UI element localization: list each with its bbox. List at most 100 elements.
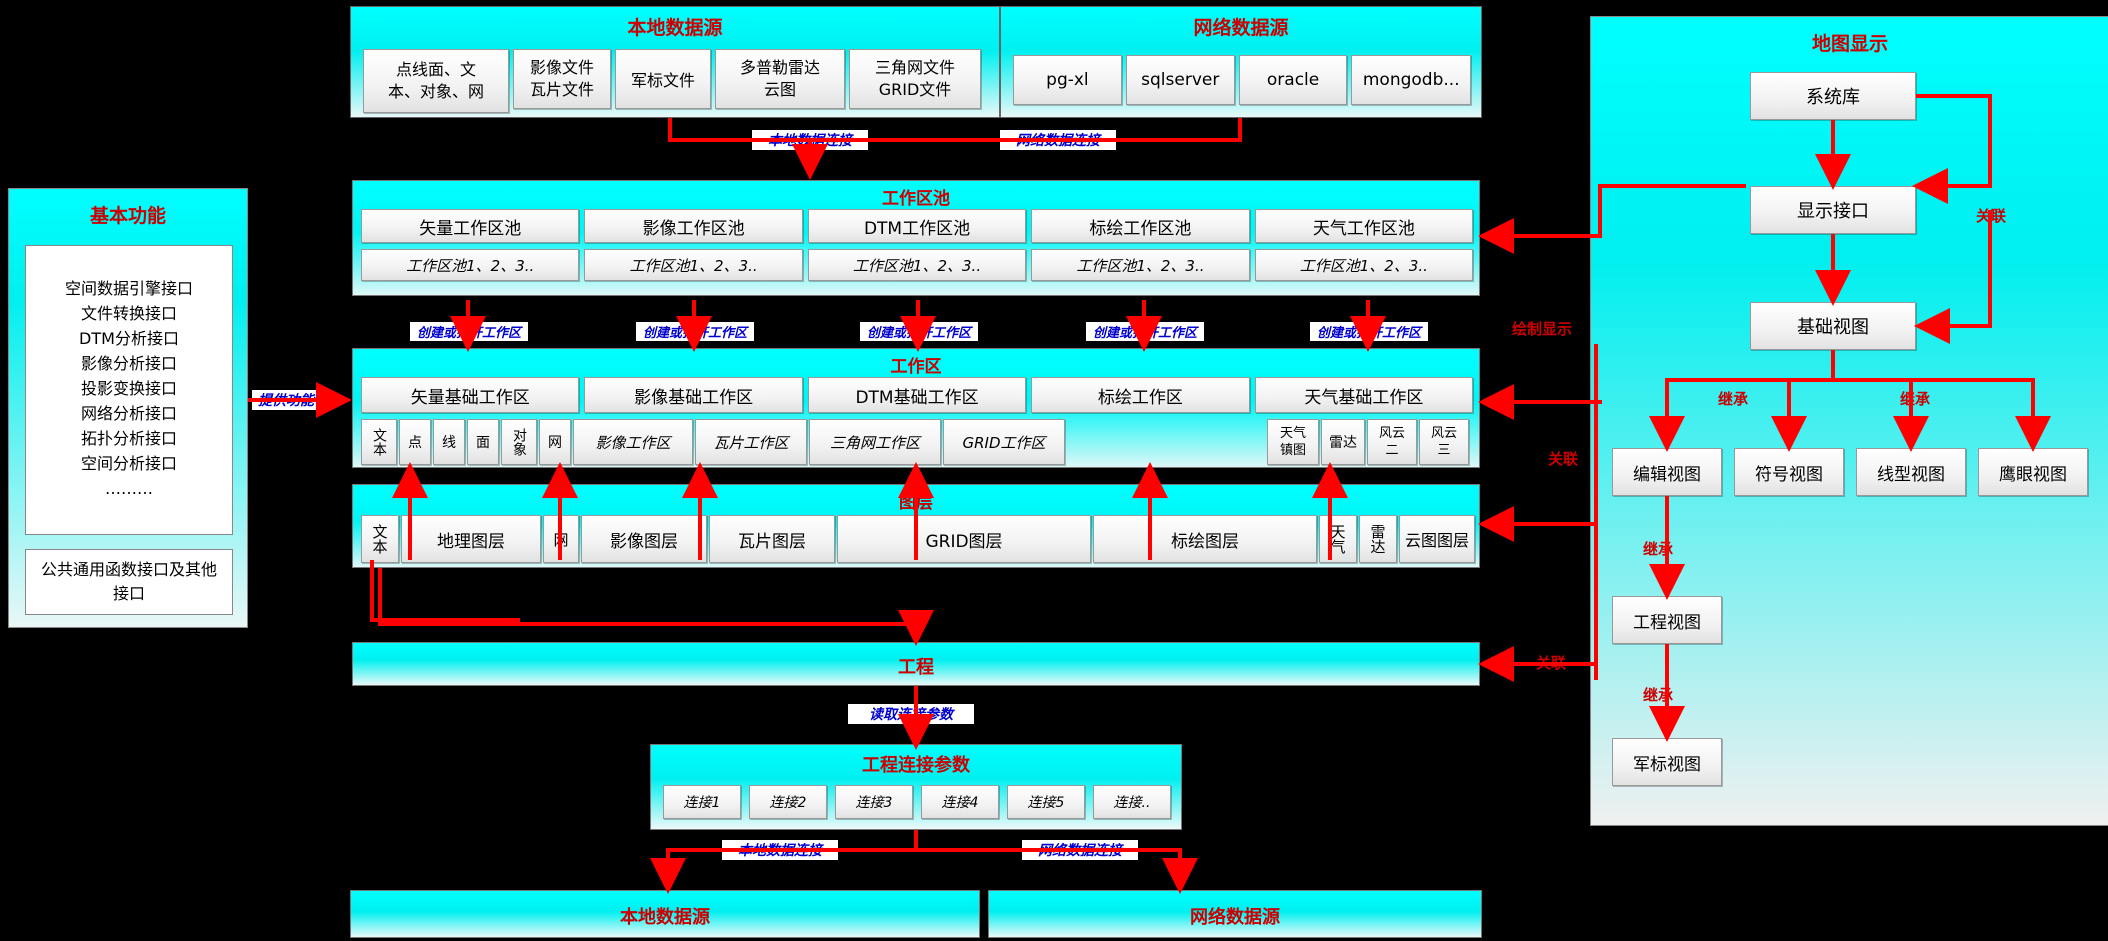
workarea-col[interactable]: 影像基础工作区: [584, 377, 803, 413]
workarea-cols: 矢量基础工作区 影像基础工作区 DTM基础工作区 标绘工作区 天气基础工作区: [361, 377, 1474, 413]
workpool-sub[interactable]: 工作区池1、2、3..: [1031, 249, 1250, 281]
label-relate-mid: 关联: [1548, 450, 1579, 468]
layer-item[interactable]: GRID图层: [837, 515, 1091, 563]
label-create-open-5: 创建或打开工作区: [1310, 322, 1428, 341]
label-provide-function: 提供功能: [252, 390, 320, 410]
map-node-eagle-view[interactable]: 鹰眼视图: [1978, 448, 2088, 496]
workpool-col[interactable]: 天气工作区池: [1254, 209, 1474, 243]
layer-item[interactable]: 雷达: [1359, 515, 1397, 563]
map-node-project-view[interactable]: 工程视图: [1612, 596, 1722, 644]
workarea-col[interactable]: 标绘工作区: [1031, 377, 1250, 413]
layer-item[interactable]: 文本: [361, 515, 399, 563]
map-node-system-lib[interactable]: 系统库: [1750, 72, 1916, 120]
label-bottom-net-link: 网络数据连接: [1022, 840, 1138, 860]
map-node-symbol-view[interactable]: 符号视图: [1734, 448, 1844, 496]
workpool-subs: 工作区池1、2、3.. 工作区池1、2、3.. 工作区池1、2、3.. 工作区池…: [361, 249, 1474, 281]
map-node-display-interface[interactable]: 显示接口: [1750, 186, 1916, 234]
workarea-small-item[interactable]: 面: [467, 419, 499, 465]
workarea-small-item[interactable]: 网: [539, 419, 571, 465]
layer-item[interactable]: 瓦片图层: [709, 515, 835, 563]
workpool-sub[interactable]: 工作区池1、2、3..: [1254, 249, 1474, 281]
project-params-item[interactable]: 连接1: [663, 785, 741, 819]
label-create-open-2: 创建或打开工作区: [636, 322, 754, 341]
layer-item[interactable]: 云图图层: [1399, 515, 1475, 563]
net-source-item[interactable]: pg-xl: [1013, 55, 1122, 105]
map-node-base-view[interactable]: 基础视图: [1750, 302, 1916, 350]
workarea-small-item[interactable]: 线: [433, 419, 465, 465]
label-create-open-3: 创建或打开工作区: [860, 322, 978, 341]
workarea-small-item[interactable]: 点: [399, 419, 431, 465]
project-params-item[interactable]: 连接..: [1093, 785, 1171, 819]
workarea-small-row: 文本 点 线 面 对象 网 影像工作区 瓦片工作区 三角网工作区 GRID工作区…: [361, 419, 1473, 465]
panel-workpool-title: 工作区池: [882, 189, 950, 209]
project-params-item[interactable]: 连接2: [749, 785, 827, 819]
layer-item[interactable]: 影像图层: [581, 515, 707, 563]
workarea-small-item[interactable]: 对象: [501, 419, 537, 465]
local-source-item[interactable]: 多普勒雷达云图: [715, 49, 845, 109]
workpool-col[interactable]: 标绘工作区池: [1031, 209, 1250, 243]
panel-workarea-title: 工作区: [890, 357, 942, 377]
project-params-items: 连接1 连接2 连接3 连接4 连接5 连接..: [663, 785, 1171, 819]
net-source-item[interactable]: oracle: [1238, 55, 1348, 105]
workpool-sub[interactable]: 工作区池1、2、3..: [361, 249, 580, 281]
panel-map-display-title: 地图显示: [1811, 33, 1888, 55]
workarea-small-item[interactable]: 影像工作区: [573, 419, 693, 465]
map-node-edit-view[interactable]: 编辑视图: [1612, 448, 1722, 496]
label-inherit-2: 继承: [1900, 390, 1931, 408]
panel-project-params-title: 工程连接参数: [862, 755, 970, 776]
map-node-military-view[interactable]: 军标视图: [1612, 738, 1722, 786]
workarea-small-item[interactable]: 雷达: [1321, 419, 1365, 465]
workarea-small-item[interactable]: 风云三: [1419, 419, 1469, 465]
panel-project-title: 工程: [898, 657, 934, 678]
panel-bottom-net-source: 网络数据源: [988, 890, 1482, 938]
panel-network-data-source: 网络数据源 pg-xl sqlserver oracle mongodb...: [1000, 6, 1482, 118]
workarea-small-item[interactable]: 瓦片工作区: [695, 419, 807, 465]
layer-item[interactable]: 标绘图层: [1093, 515, 1317, 563]
project-params-item[interactable]: 连接3: [835, 785, 913, 819]
basic-function-list-text: 空间数据引擎接口 文件转换接口 DTM分析接口 影像分析接口 投影变换接口 网络…: [64, 279, 193, 498]
project-params-item[interactable]: 连接5: [1007, 785, 1085, 819]
panel-layers: 图层 文本 地理图层 网 影像图层 瓦片图层 GRID图层 标绘图层 天气 雷达…: [352, 484, 1480, 568]
label-project-relate: 关联: [1536, 654, 1567, 672]
workpool-sub[interactable]: 工作区池1、2、3..: [584, 249, 803, 281]
label-relate-top: 关联: [1976, 207, 2007, 225]
layer-item[interactable]: 天气: [1319, 515, 1357, 563]
panel-bottom-net-source-title: 网络数据源: [1190, 907, 1280, 928]
project-params-item[interactable]: 连接4: [921, 785, 999, 819]
workpool-sub[interactable]: 工作区池1、2、3..: [807, 249, 1027, 281]
workarea-col[interactable]: DTM基础工作区: [807, 377, 1027, 413]
layers-row: 文本 地理图层 网 影像图层 瓦片图层 GRID图层 标绘图层 天气 雷达 云图…: [361, 515, 1475, 563]
label-top-local-link: 本地数据连接: [752, 130, 868, 150]
workarea-col[interactable]: 天气基础工作区: [1254, 377, 1474, 413]
workarea-small-item[interactable]: 三角网工作区: [809, 419, 941, 465]
workarea-small-item[interactable]: 文本: [361, 419, 397, 465]
basic-function-footer: 公共通用函数接口及其他接口: [25, 549, 233, 615]
layer-item[interactable]: 地理图层: [401, 515, 541, 563]
workpool-col[interactable]: 矢量工作区池: [361, 209, 580, 243]
panel-layers-title: 图层: [899, 493, 933, 513]
label-inherit-1: 继承: [1718, 390, 1749, 408]
local-source-item[interactable]: 影像文件瓦片文件: [513, 49, 611, 109]
local-source-item[interactable]: 军标文件: [615, 49, 711, 109]
layer-item[interactable]: 网: [543, 515, 579, 563]
net-source-item[interactable]: mongodb...: [1351, 55, 1471, 105]
workpool-cols: 矢量工作区池 影像工作区池 DTM工作区池 标绘工作区池 天气工作区池: [361, 209, 1474, 243]
workarea-col[interactable]: 矢量基础工作区: [361, 377, 580, 413]
net-source-items: pg-xl sqlserver oracle mongodb...: [1013, 55, 1471, 105]
net-source-item[interactable]: sqlserver: [1125, 55, 1235, 105]
local-source-item[interactable]: 点线面、文本、对象、网: [363, 49, 509, 113]
workpool-col[interactable]: DTM工作区池: [807, 209, 1027, 243]
label-bottom-local-link: 本地数据连接: [722, 840, 838, 860]
label-inherit-3: 继承: [1643, 540, 1674, 558]
workpool-col[interactable]: 影像工作区池: [584, 209, 803, 243]
panel-basic-function: 基本功能 空间数据引擎接口 文件转换接口 DTM分析接口 影像分析接口 投影变换…: [8, 188, 248, 628]
label-read-params: 读取连接参数: [848, 704, 974, 724]
panel-local-data-source: 本地数据源 点线面、文本、对象、网 影像文件瓦片文件 军标文件 多普勒雷达云图 …: [350, 6, 1000, 118]
workarea-small-item[interactable]: 风云二: [1367, 419, 1417, 465]
workarea-small-item[interactable]: 天气镇图: [1267, 419, 1319, 465]
map-node-line-view[interactable]: 线型视图: [1856, 448, 1966, 496]
workarea-small-item[interactable]: GRID工作区: [943, 419, 1065, 465]
label-create-open-1: 创建或打开工作区: [410, 322, 528, 341]
